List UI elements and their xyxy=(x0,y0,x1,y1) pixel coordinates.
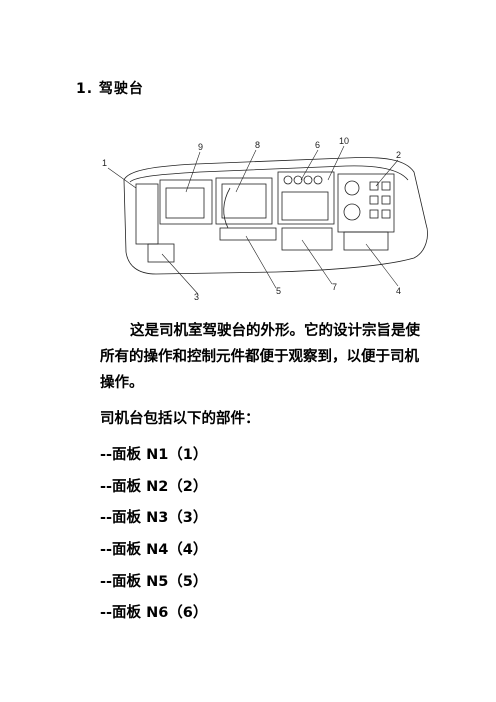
section-heading: 1. 驾驶台 xyxy=(76,81,144,97)
callout-8: 8 xyxy=(255,140,260,150)
callout-10: 10 xyxy=(339,136,349,146)
intro-paragraph: 这是司机室驾驶台的外形。它的设计宗旨是使所有的操作和控制元件都便于观察到，以便于… xyxy=(100,323,420,391)
parts-list: --面板 N1（1） --面板 N2（2） --面板 N3（3） --面板 N4… xyxy=(100,440,207,630)
panel-n5 xyxy=(219,227,277,241)
callout-6: 6 xyxy=(315,140,320,150)
driver-console-figure: 1 9 8 6 10 2 3 5 7 4 xyxy=(102,136,428,302)
list-item: --面板 N2（2） xyxy=(100,478,208,495)
callout-9: 9 xyxy=(198,142,203,152)
callout-5: 5 xyxy=(276,286,281,296)
callout-7: 7 xyxy=(332,282,337,292)
callout-2: 2 xyxy=(396,150,401,160)
list-item: --面板 N5（5） xyxy=(100,573,208,590)
display-left xyxy=(159,179,213,225)
callout-3: 3 xyxy=(194,292,199,302)
display-center xyxy=(215,177,273,225)
panel-n3 xyxy=(147,243,175,263)
callout-1: 1 xyxy=(102,158,107,168)
panel-n4 xyxy=(343,231,389,251)
list-item: --面板 N3（3） xyxy=(100,510,208,527)
list-item: --面板 N6（6） xyxy=(100,605,208,622)
list-item: --面板 N1（1） xyxy=(100,447,208,463)
list-item: --面板 N4（4） xyxy=(100,542,208,559)
panel-n1 xyxy=(135,183,159,245)
callout-4: 4 xyxy=(396,286,401,296)
list-intro: 司机台包括以下的部件： xyxy=(100,411,260,427)
panel-n7 xyxy=(281,227,333,251)
panel-n2 xyxy=(337,173,395,233)
panel-n6 xyxy=(277,171,335,225)
